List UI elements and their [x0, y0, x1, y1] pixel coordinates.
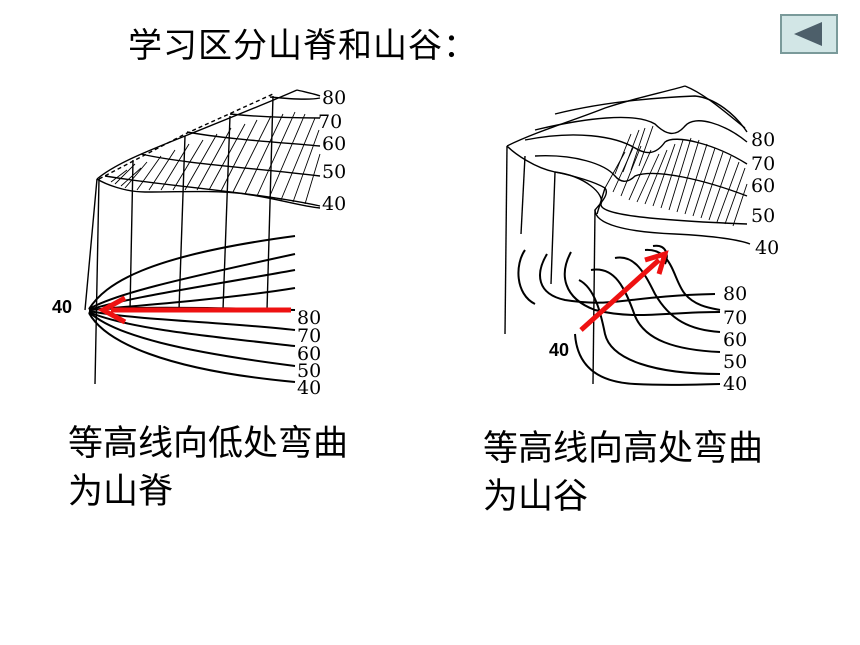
ridge-top-contour-label: 50	[322, 161, 346, 183]
valley-caption-line1: 等高线向高处弯曲	[483, 429, 764, 469]
valley-top-contour-label: 60	[751, 175, 775, 197]
ridge-top-contour-label: 70	[318, 111, 342, 133]
ridge-map-contour-label: 80	[297, 307, 321, 329]
valley-caption-line2: 为山谷	[483, 477, 589, 517]
valley-arrow	[579, 250, 669, 332]
valley-map-contour-label: 60	[723, 329, 747, 351]
ridge-caption-line1: 等高线向低处弯曲	[68, 424, 349, 464]
ridge-map-contour-label: 50	[297, 360, 321, 382]
ridge-block-outline	[84, 89, 321, 385]
valley-map-contour-label: 80	[723, 283, 747, 305]
ridge-caption-line2: 为山脊	[68, 472, 174, 512]
ridge-caption: 等高线向低处弯曲 为山脊	[68, 420, 388, 516]
ridge-arrow	[97, 295, 291, 325]
page-title: 学习区分山脊和山谷：	[128, 26, 478, 66]
ridge-hatching	[110, 111, 321, 205]
valley-top-contour-label: 40	[755, 237, 779, 259]
ridge-map-contour-label: 70	[297, 325, 321, 347]
ridge-contour-lines	[88, 235, 296, 383]
ridge-map-contour-label: 60	[297, 343, 321, 365]
ridge-arrow-label: 40	[52, 297, 72, 317]
valley-block-outline	[504, 85, 751, 385]
ridge-top-contour-label: 80	[322, 87, 346, 109]
ridge-top-contour-label: 60	[322, 133, 346, 155]
valley-arrow-label: 40	[549, 340, 569, 360]
left-triangle-icon	[794, 22, 822, 46]
valley-diagram: 80 70 60 50 40 80 70 60 50 40 40	[495, 84, 785, 406]
ridge-map-contour-label: 40	[297, 377, 321, 399]
valley-top-contour-label: 80	[751, 129, 775, 151]
valley-map-contour-label: 40	[723, 373, 747, 395]
valley-contour-lines	[517, 244, 721, 386]
valley-map-contour-label: 70	[723, 307, 747, 329]
back-button[interactable]	[780, 14, 838, 54]
valley-map-contour-label: 50	[723, 351, 747, 373]
ridge-diagram: 80 70 60 50 40 80 70 60 50 40	[75, 84, 375, 400]
valley-top-contour-label: 70	[751, 153, 775, 175]
valley-caption: 等高线向高处弯曲 为山谷	[483, 425, 803, 521]
ridge-arrow-label-text: 40	[52, 297, 72, 317]
valley-hatching	[604, 125, 748, 227]
valley-top-contour-label: 50	[751, 205, 775, 227]
ridge-top-contour-label: 40	[322, 193, 346, 215]
